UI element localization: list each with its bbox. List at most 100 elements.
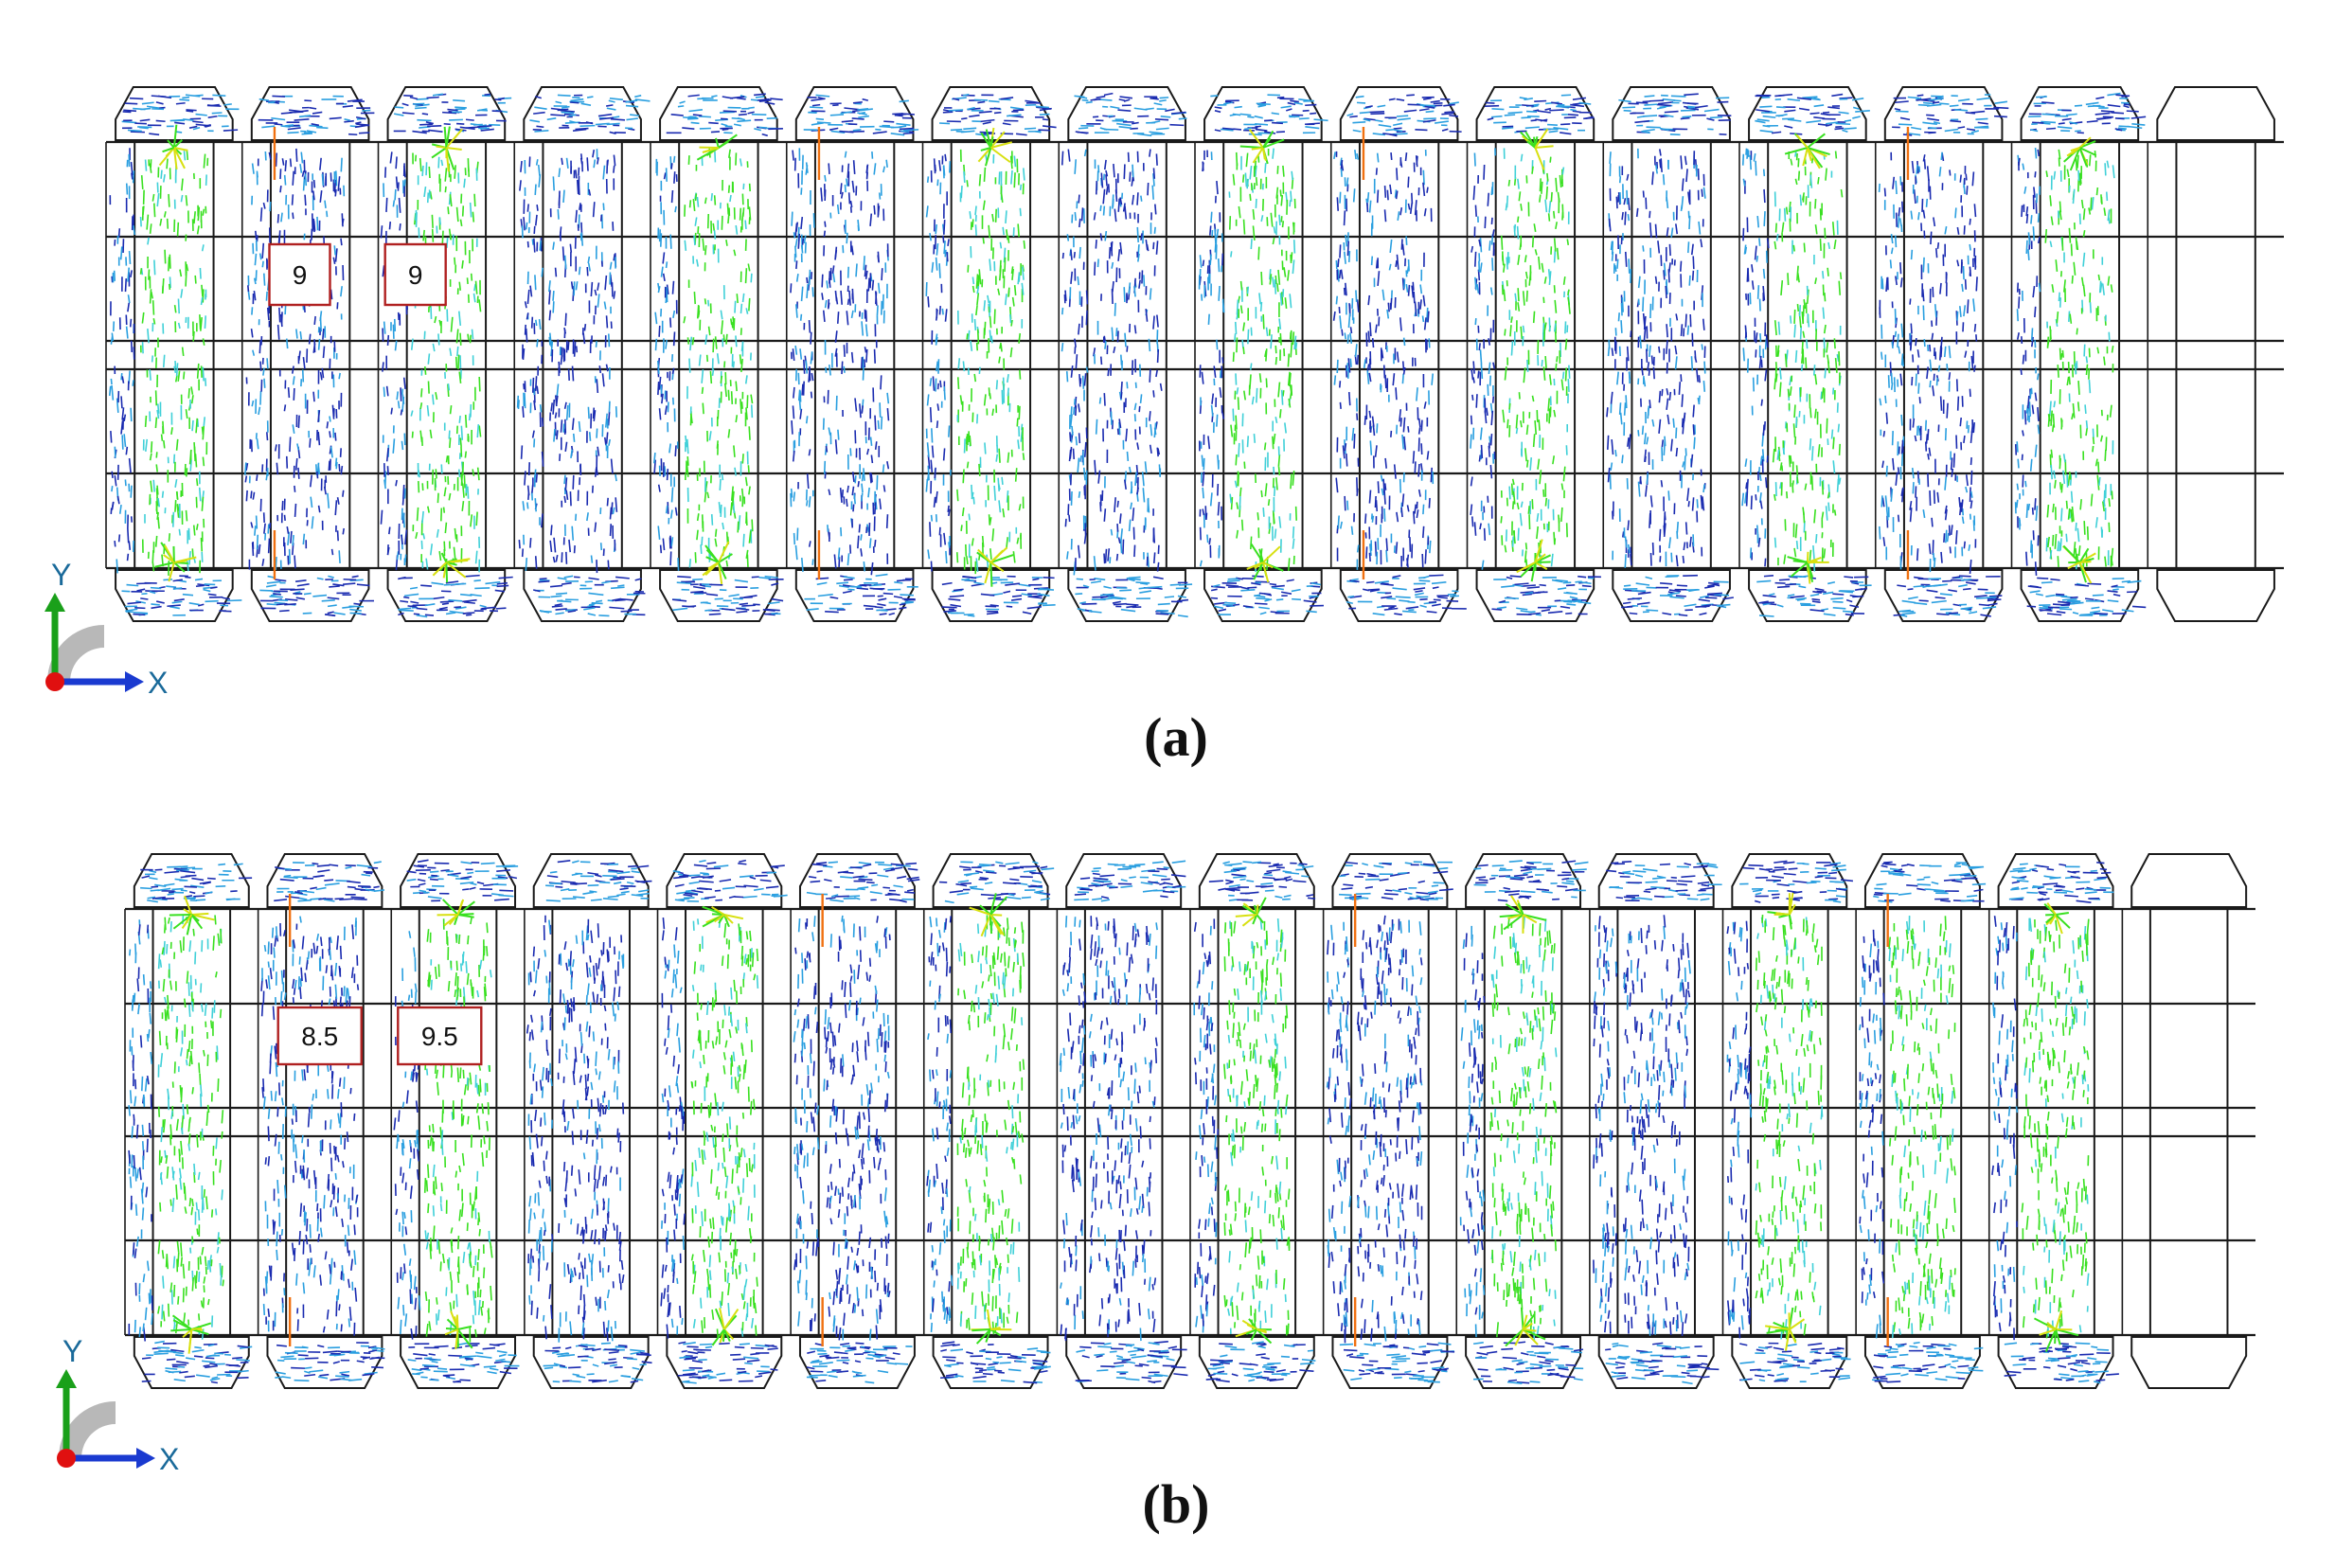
slot-outline	[1902, 141, 1985, 569]
slot-outline	[1483, 908, 1563, 1336]
slot-outline	[1631, 141, 1712, 569]
value-callout-1: 9	[268, 242, 331, 307]
pole-shoe-top	[1997, 853, 2114, 908]
tooth-13	[1721, 853, 1853, 1389]
tooth-7	[921, 86, 1057, 622]
field-vectors	[926, 861, 1055, 1384]
pole-shoe-top	[1731, 853, 1848, 908]
pole-shoe-top	[1339, 86, 1459, 141]
pole-shoe-top	[133, 853, 250, 908]
tooth-10	[1322, 853, 1455, 1389]
slot-outline	[1616, 908, 1696, 1336]
value-callout-2: 9	[383, 242, 447, 307]
pole-shoe-top	[1612, 86, 1731, 141]
field-vectors	[2014, 92, 2147, 616]
pole-shoe-top	[1198, 853, 1315, 908]
pole-shoe-bottom	[794, 569, 915, 622]
slot-outline	[1358, 141, 1440, 569]
x-axis-label: X	[148, 666, 168, 700]
tooth-8	[1056, 853, 1188, 1389]
callout-value: 9	[293, 260, 308, 290]
pole-shoe-bottom	[1203, 569, 1323, 622]
field-vectors	[244, 95, 375, 617]
tooth-16	[2121, 853, 2248, 1389]
tooth-2	[257, 853, 385, 1389]
tooth-6	[785, 86, 919, 622]
pole-shoe-bottom	[386, 569, 507, 622]
tooth-11	[1455, 853, 1589, 1389]
slot-outline	[950, 141, 1032, 569]
pole-shoe-bottom	[931, 569, 1051, 622]
pole-shoe-top	[2156, 86, 2275, 141]
slot-outline	[685, 908, 764, 1336]
tooth-5	[656, 853, 788, 1389]
field-vectors	[793, 861, 920, 1384]
pole-shoe-bottom	[133, 1336, 250, 1389]
field-vectors	[1878, 94, 2009, 617]
pole-shoe-bottom	[666, 1336, 783, 1389]
field-vectors	[1859, 861, 1987, 1383]
tooth-4	[513, 86, 651, 622]
field-vectors	[380, 93, 513, 618]
pole-shoe-bottom	[1198, 1336, 1315, 1389]
pole-shoe-top	[1748, 86, 1867, 141]
field-vectors	[1741, 93, 1872, 617]
pole-shoe-top	[659, 86, 778, 141]
axis-quarter-disc	[47, 625, 104, 682]
field-vectors	[516, 94, 651, 617]
axis-triad: YX	[45, 558, 168, 700]
axis-triad: YX	[56, 1334, 179, 1476]
pole-shoe-bottom	[400, 1336, 517, 1389]
pole-shoe-bottom	[115, 569, 234, 622]
field-vectors	[1991, 862, 2119, 1384]
field-vector-diagram-b: 8.5 9.5YX	[56, 853, 2255, 1476]
slot-outline	[418, 908, 498, 1336]
slot-outline	[2039, 141, 2121, 569]
field-vectors	[1193, 861, 1316, 1383]
callout-box	[268, 242, 331, 307]
tooth-4	[524, 853, 652, 1389]
callout-value: 8.5	[301, 1022, 338, 1051]
field-vectors	[1606, 93, 1734, 616]
tooth-6	[790, 853, 920, 1389]
field-vectors	[790, 94, 919, 616]
caption-a: (a)	[1144, 706, 1208, 768]
y-arrowhead	[56, 1369, 77, 1388]
y-axis-label: Y	[51, 558, 71, 592]
field-vectors	[1726, 860, 1853, 1383]
pole-shoe-top	[666, 853, 783, 908]
pole-shoe-top	[2020, 86, 2140, 141]
tooth-10	[1329, 86, 1467, 622]
callout-box	[383, 242, 447, 307]
slot-outline	[951, 908, 1030, 1336]
slot-outline	[1083, 908, 1164, 1336]
tooth-5	[650, 86, 784, 622]
slot-outline	[1767, 141, 1848, 569]
tooth-11	[1466, 86, 1601, 622]
x-axis-label: X	[159, 1442, 179, 1476]
field-vectors	[1198, 94, 1328, 615]
axis-quarter-disc	[59, 1401, 116, 1458]
tooth-14	[1855, 853, 1987, 1389]
value-callout-2: 9.5	[397, 1006, 483, 1066]
slot-outline	[2175, 141, 2256, 569]
slot-outline	[817, 908, 898, 1336]
pole-shoe-bottom	[1863, 1336, 1981, 1389]
pole-shoe-top	[931, 86, 1051, 141]
tooth-1	[124, 853, 253, 1389]
slot-outline	[285, 908, 365, 1336]
field-vectors	[1459, 860, 1589, 1384]
pole-shoe-top	[266, 853, 383, 908]
field-vectors	[1332, 94, 1467, 616]
tooth-15	[1987, 853, 2119, 1389]
origin-dot	[45, 672, 64, 691]
field-vectors	[128, 863, 253, 1384]
x-arrowhead	[125, 671, 144, 692]
pole-shoe-bottom	[1065, 1336, 1183, 1389]
x-arrowhead	[136, 1448, 155, 1469]
pole-shoe-top	[1597, 853, 1715, 908]
slot-outline	[405, 141, 488, 569]
callout-box	[276, 1006, 363, 1066]
field-vectors	[108, 94, 242, 616]
